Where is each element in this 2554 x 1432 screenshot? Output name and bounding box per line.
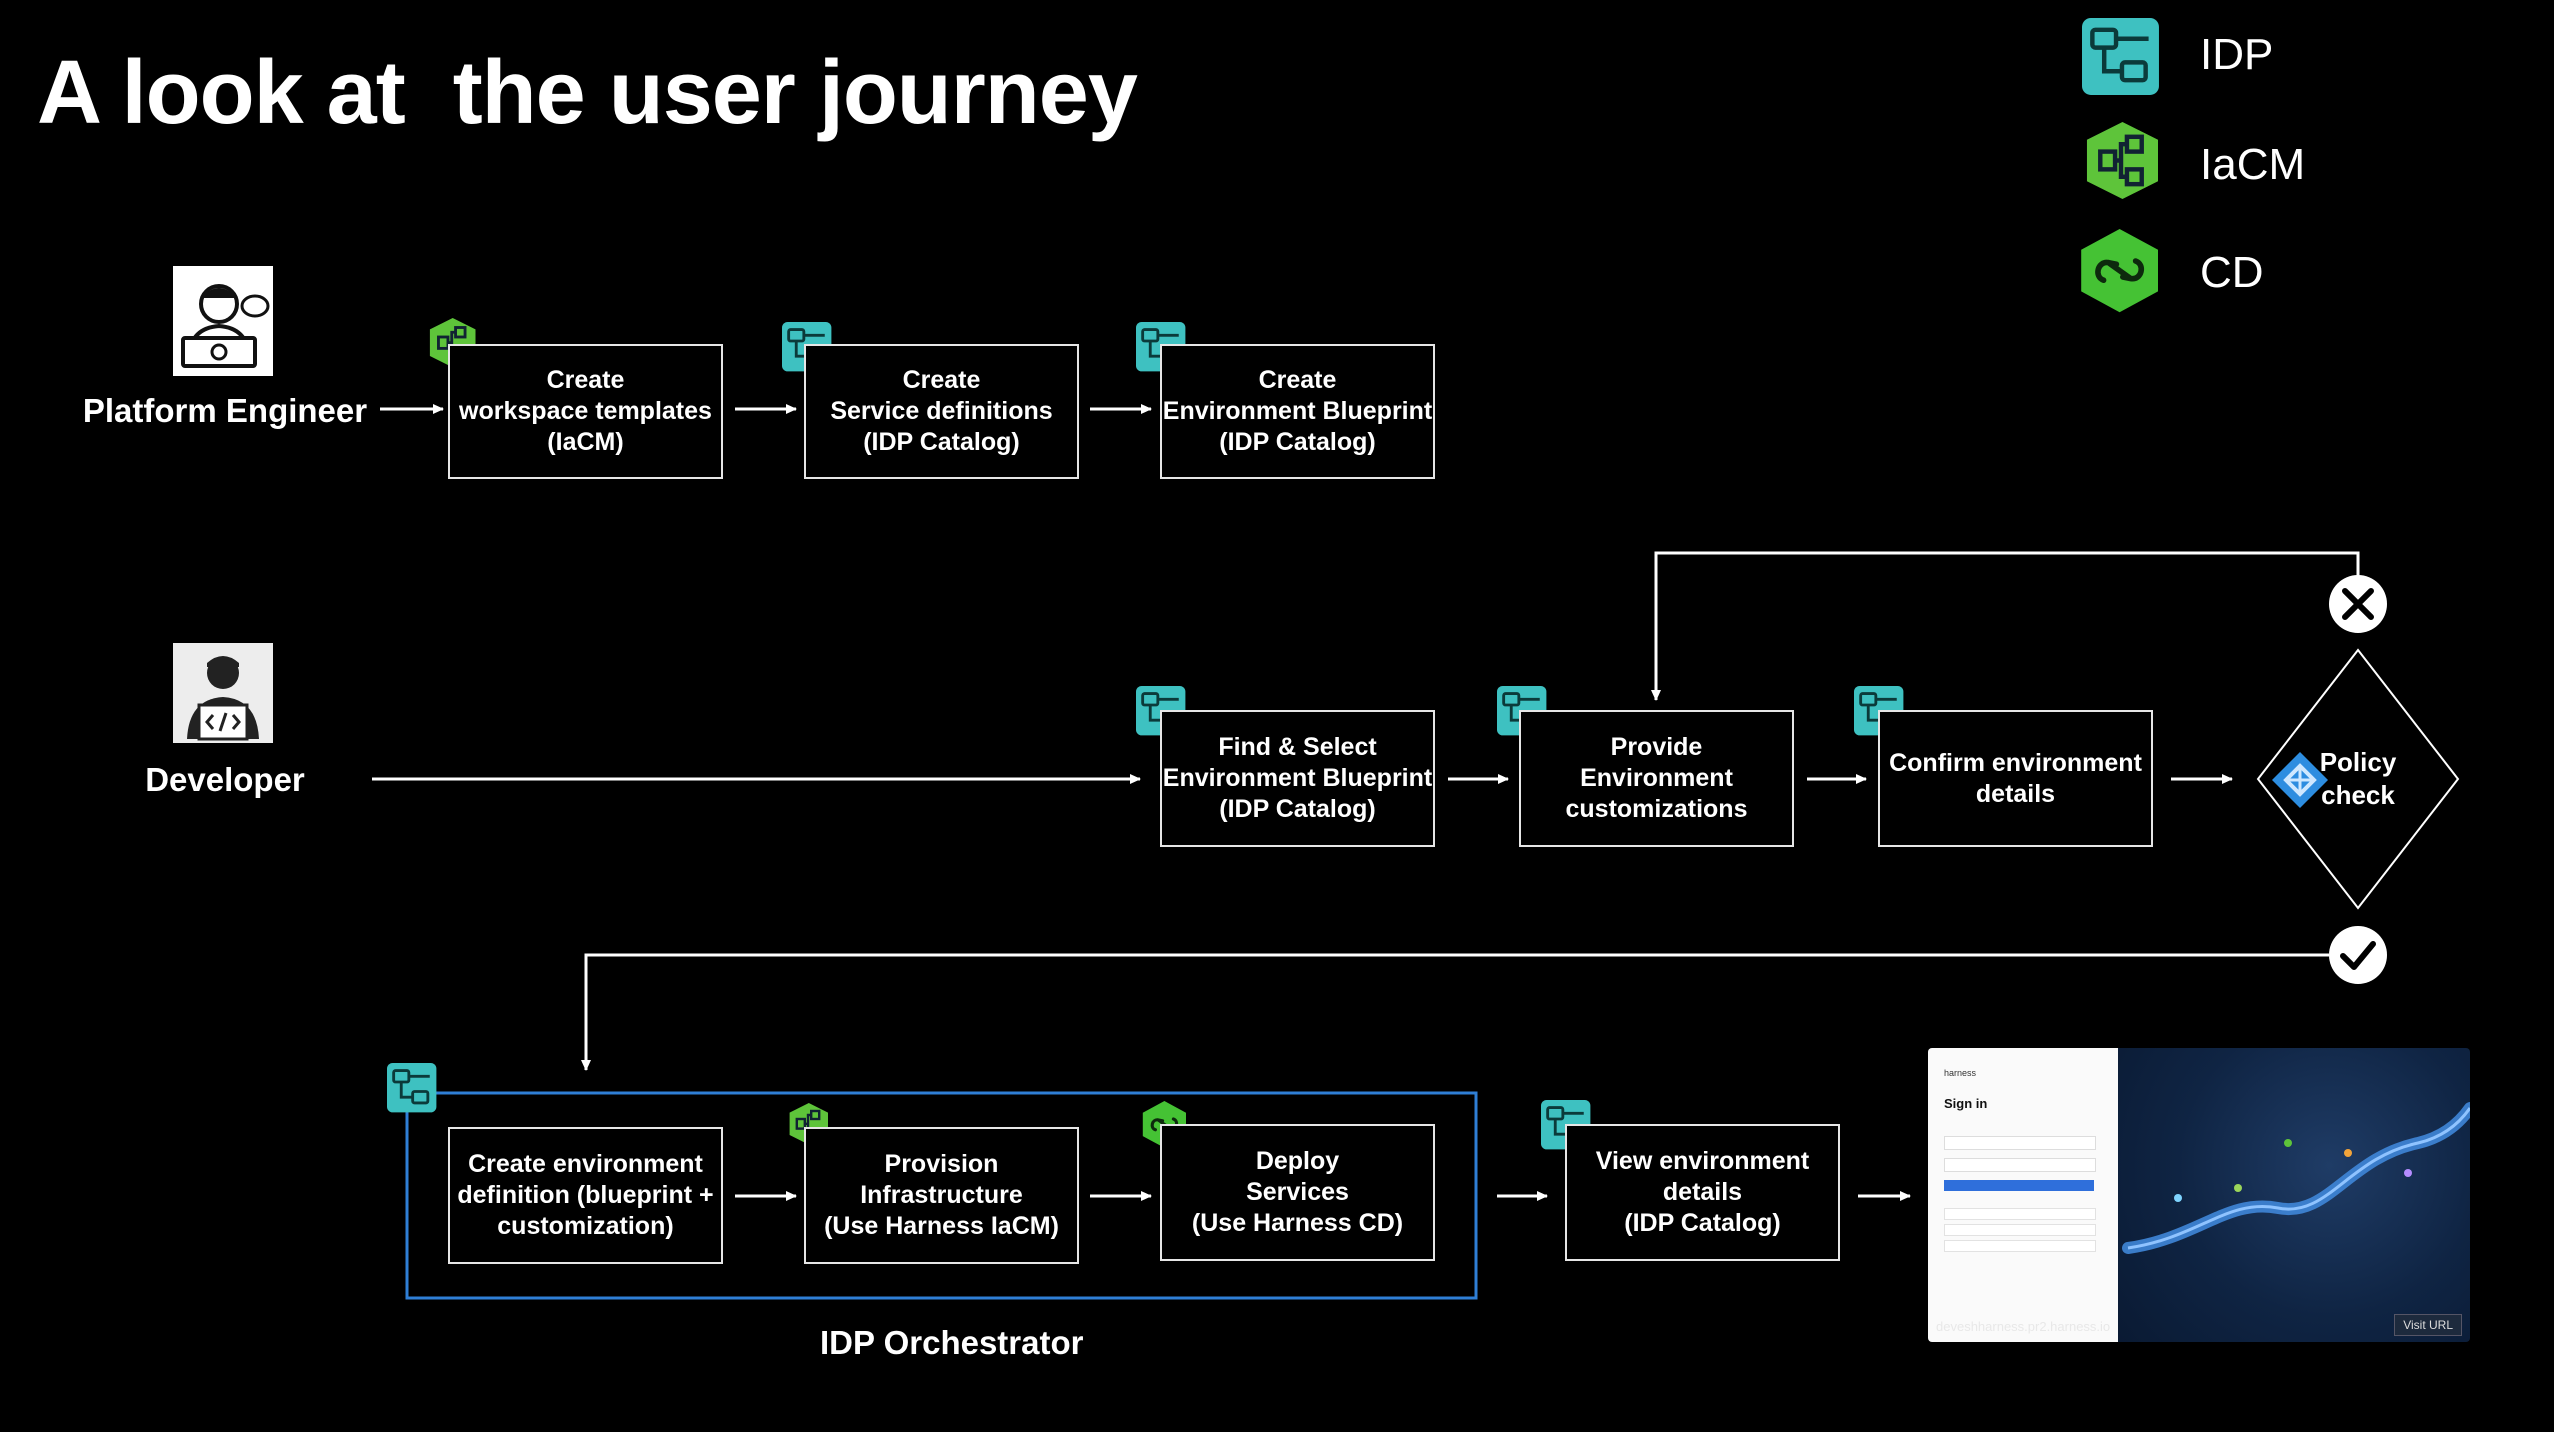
preview-email-field xyxy=(1944,1136,2096,1150)
legend-iacm-icon xyxy=(2087,122,2158,199)
preview-signin-panel: harness Sign in xyxy=(1928,1048,2118,1342)
legend-idp-icon xyxy=(2082,18,2159,95)
preview-hero-panel xyxy=(2118,1048,2470,1342)
step-provide-customizations: Provide Environment customizations xyxy=(1519,710,1794,847)
step-create-environment-blueprint: Create Environment Blueprint (IDP Catalo… xyxy=(1160,344,1435,479)
preview-url: deveshharness.pr2.harness.io xyxy=(1936,1319,2111,1334)
preview-path-graphic xyxy=(2122,1102,2470,1254)
step-provision-infrastructure: Provision Infrastructure (Use Harness Ia… xyxy=(804,1127,1079,1264)
orchestrator-group xyxy=(405,1091,1478,1300)
preview-sso-option xyxy=(1944,1208,2096,1220)
preview-password-field xyxy=(1944,1158,2096,1172)
preview-sso-option xyxy=(1944,1240,2096,1252)
policy-check-diamond xyxy=(2256,648,2460,910)
legend-label-idp: IDP xyxy=(2200,30,2274,79)
platform-engineer-label: Platform Engineer xyxy=(82,392,368,429)
policy-check-label: Policy check xyxy=(2319,747,2397,810)
preview-signin-heading: Sign in xyxy=(1944,1096,1988,1111)
environment-preview-screenshot: harness Sign in deveshharness.pr2.harnes… xyxy=(1928,1048,2470,1342)
developer-avatar-icon xyxy=(173,643,273,743)
legend-label-cd: CD xyxy=(2200,248,2264,297)
step-create-workspace-templates: Create workspace templates (IaCM) xyxy=(448,344,723,479)
step-create-environment-definition: Create environment definition (blueprint… xyxy=(448,1127,723,1264)
step-find-select-blueprint: Find & Select Environment Blueprint (IDP… xyxy=(1160,710,1435,847)
orchestrator-label: IDP Orchestrator xyxy=(820,1324,1084,1361)
preview-visit-url-button[interactable]: Visit URL xyxy=(2394,1314,2462,1336)
page-title: A look at the user journey xyxy=(37,43,1138,143)
step-confirm-environment-details: Confirm environment details xyxy=(1878,710,2153,847)
platform-engineer-avatar-icon xyxy=(173,266,273,376)
check-circle-icon xyxy=(2329,926,2387,984)
step-view-environment-details: View environment details (IDP Catalog) xyxy=(1565,1124,1840,1261)
x-circle-icon xyxy=(2329,575,2387,633)
approval-arrow xyxy=(581,953,2329,1071)
legend-cd-icon xyxy=(2081,229,2158,312)
idp-icon xyxy=(385,1061,438,1114)
legend-label-iacm: IaCM xyxy=(2200,140,2306,189)
preview-brand: harness xyxy=(1944,1068,1977,1078)
preview-signin-button xyxy=(1944,1180,2094,1191)
preview-sso-option xyxy=(1944,1224,2096,1236)
developer-label: Developer xyxy=(145,761,305,798)
reject-loop-arrow xyxy=(1651,551,2360,701)
step-create-service-definitions: Create Service definitions (IDP Catalog) xyxy=(804,344,1079,479)
step-deploy-services: Deploy Services (Use Harness CD) xyxy=(1160,1124,1435,1261)
policy-icon xyxy=(2272,752,2328,808)
